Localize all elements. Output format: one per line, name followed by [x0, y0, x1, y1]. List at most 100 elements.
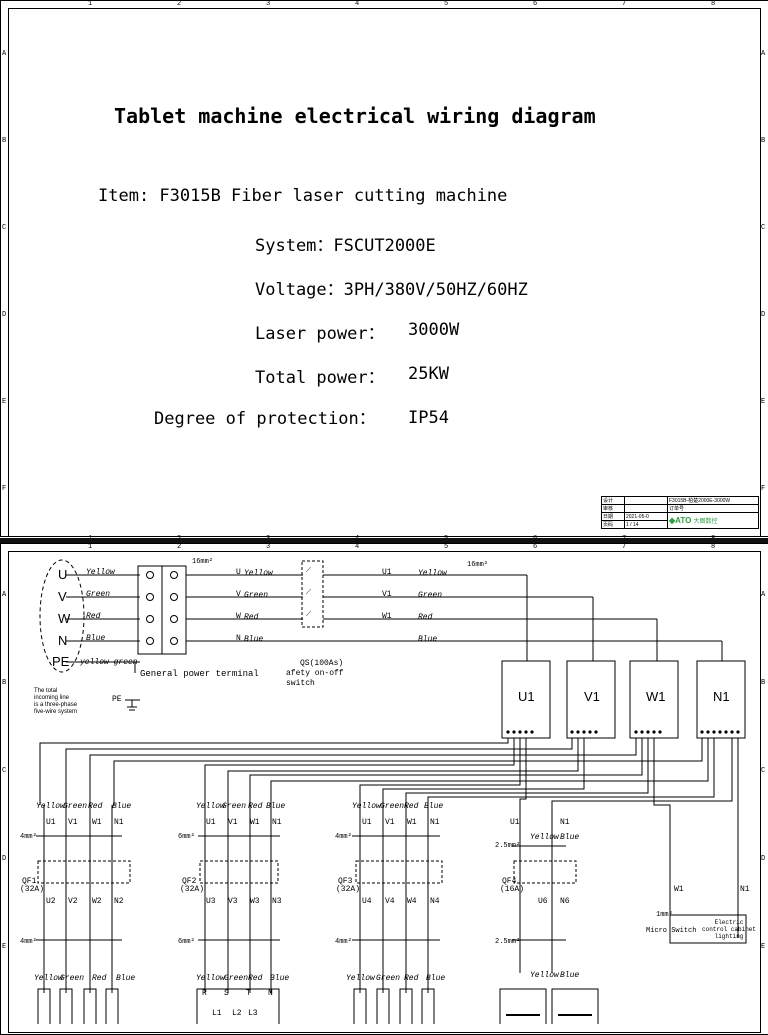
wire-color: Red: [404, 802, 419, 811]
switch-contact-icon: ⟋: [306, 567, 311, 575]
wire-color: yellow green: [80, 658, 138, 667]
sheet-cover: 1 2 3 4 5 6 7 8 A B C D E F A B C D E F …: [0, 0, 768, 543]
wire-out: W3: [250, 897, 260, 906]
wire-out: N2: [114, 897, 124, 906]
tb-cell: 页码: [601, 520, 625, 529]
col-num: 4: [355, 543, 360, 551]
row-letter: A: [2, 591, 7, 599]
note-line: five-wire system: [34, 709, 78, 715]
total-power-label: Total power：: [255, 368, 385, 388]
terminal-letter: N: [268, 989, 273, 998]
wire-in: N1: [560, 818, 570, 827]
col-num: 7: [622, 543, 627, 551]
wire-color: Green: [63, 802, 88, 811]
switch-contact-icon: ⟋: [306, 589, 311, 597]
terminal-sub: L2: [232, 1009, 242, 1018]
row-letter: D: [761, 855, 766, 863]
lighting-desc: Electric control cabinet lighting: [702, 919, 756, 940]
qf4-outline: [513, 860, 577, 884]
tb-cell: F3015B-柏楚2000E-3000W: [667, 496, 759, 505]
bus-n1-outline: [696, 660, 746, 739]
wire-in: W1: [92, 818, 102, 827]
cable-size: 4mm²: [335, 833, 352, 841]
breaker-name: QF1: [22, 877, 37, 886]
wire-color: Blue: [418, 635, 438, 644]
wire-color: Blue: [86, 634, 106, 643]
wire-color: Yellow: [530, 971, 559, 980]
cable-size: 1mm²: [656, 911, 673, 919]
col-num: 8: [711, 0, 716, 8]
breaker-name: QF2: [182, 877, 197, 886]
breaker-rating: (32A): [180, 885, 205, 894]
tb-cell: 订单号: [667, 504, 759, 513]
laser-power-label: Laser power：: [255, 324, 385, 344]
cable-size: 4mm²: [20, 833, 37, 841]
wire-color: Yellow: [34, 974, 63, 983]
tb-cell: 1 / 14: [624, 520, 668, 529]
cable-size: 16mm²: [467, 561, 489, 569]
row-letter: F: [761, 485, 766, 493]
wire-color: Red: [92, 974, 107, 983]
phase-pe-label: PE: [52, 654, 70, 669]
note-line: The total: [34, 688, 58, 694]
wire-in: U1: [46, 818, 56, 827]
wire-phase: V1: [382, 590, 392, 599]
wire-out: V2: [68, 897, 78, 906]
wiring-lines: [36, 559, 747, 1024]
wire-color: Green: [380, 802, 405, 811]
protection-value: IP54: [408, 408, 449, 428]
col-num: 3: [266, 0, 271, 8]
switch-label-line: afety on-off: [286, 669, 344, 678]
col-num: 4: [355, 0, 360, 8]
cable-size: 6mm²: [178, 833, 195, 841]
col-num: 1: [88, 0, 93, 8]
lighting-desc-line: lighting: [714, 933, 744, 940]
wire-color: Blue: [424, 802, 444, 811]
brand-mark-icon: ◆: [669, 516, 676, 525]
wire-color: Yellow: [36, 802, 65, 811]
wire-phase: U1: [382, 568, 392, 577]
wire-in: U1: [362, 818, 372, 827]
tb-cell: 2021-05-0: [624, 512, 668, 521]
row-letter: E: [2, 398, 7, 406]
qf3-outline: [355, 860, 443, 884]
wire-color: Green: [418, 591, 443, 600]
col-num: 3: [266, 543, 271, 551]
wire-color: Green: [86, 590, 111, 599]
wire-phase: W1: [674, 885, 684, 894]
wire-color: Yellow: [352, 802, 381, 811]
diagram-title: Tablet machine electrical wiring diagram: [114, 104, 596, 128]
total-power-value: 25KW: [408, 364, 449, 384]
wire-color: Green: [376, 974, 401, 983]
phase-u-label: U: [58, 567, 68, 582]
wire-in: W1: [250, 818, 260, 827]
wire-in: N1: [114, 818, 124, 827]
item-line: Item: F3015B Fiber laser cutting machine: [98, 186, 508, 206]
row-letter: A: [761, 50, 766, 58]
row-letter: E: [2, 943, 7, 951]
wire-color: Red: [88, 802, 103, 811]
wire-color: Red: [418, 613, 433, 622]
wire-color: Red: [86, 612, 101, 621]
wire-color: Yellow: [530, 833, 559, 842]
laser-power-value: 3000W: [408, 320, 460, 340]
row-letter: B: [761, 679, 766, 687]
wire-color: Blue: [270, 974, 290, 983]
micro-switch-label: Micro Switch: [646, 927, 697, 935]
cover-inner-frame: [8, 8, 761, 536]
wire-out: N4: [430, 897, 440, 906]
sheet-separator: [0, 538, 768, 543]
cable-size: 4mm²: [20, 938, 37, 946]
wire-phase: N: [236, 634, 241, 643]
qs-switch-outline: [301, 560, 324, 628]
incoming-note: The total incoming line is a three-phase…: [34, 688, 77, 716]
wire-color: Yellow: [196, 974, 225, 983]
wire-color: Red: [248, 974, 263, 983]
wire-color: Blue: [112, 802, 132, 811]
breaker-rating: (32A): [336, 885, 361, 894]
wire-out: W2: [92, 897, 102, 906]
wire-color: Blue: [116, 974, 136, 983]
row-letter: C: [761, 224, 766, 232]
system-line: System：FSCUT2000E: [255, 236, 436, 256]
